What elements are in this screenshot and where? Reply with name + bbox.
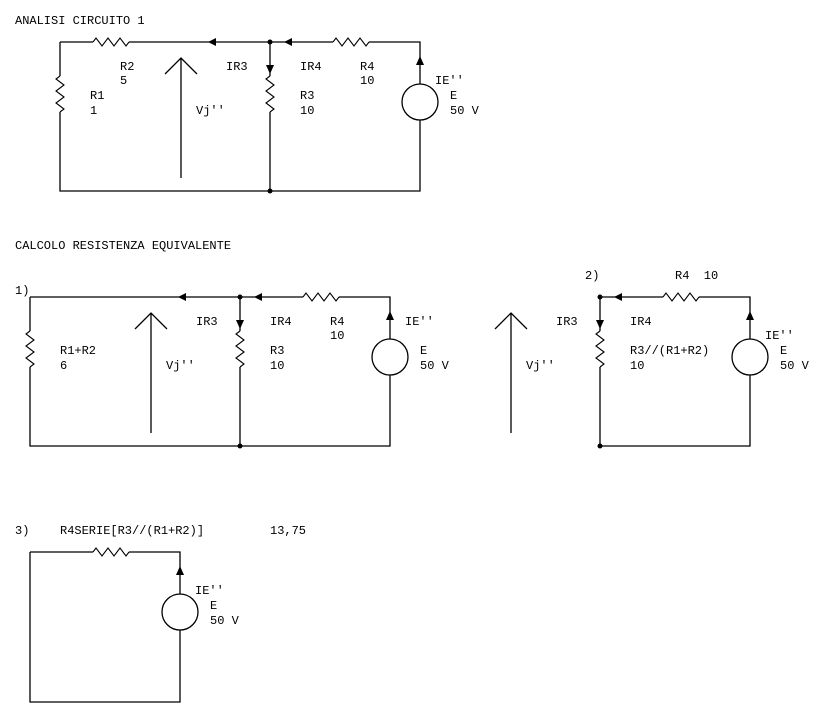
arrow-ir3-icon — [236, 320, 244, 329]
resistor-r4 — [302, 292, 340, 302]
label-r2: R2 — [120, 60, 134, 74]
voltage-source-icon — [731, 338, 769, 376]
arrow-ir4-icon — [254, 293, 262, 301]
value-r3: 10 — [270, 359, 284, 373]
arrow-ir3-icon — [596, 320, 604, 329]
value-r3: 10 — [300, 104, 314, 118]
resistor-r4 — [332, 37, 370, 47]
vj-arrow-icon — [494, 312, 528, 433]
value-r4: 10 — [330, 329, 344, 343]
value-r1r2: 6 — [60, 359, 67, 373]
wire-loop-1 — [59, 41, 421, 192]
step-1-label: 1) — [15, 284, 29, 298]
step-3-label: 3) — [15, 524, 29, 538]
circuit-step-2: 2) R4 10 IR3 Vj'' IR4 R3//(R1+R2) 10 IE'… — [494, 269, 810, 449]
arrow-ie-icon — [386, 311, 394, 320]
value-r4: 10 — [360, 74, 374, 88]
label-ir4: IR4 — [300, 60, 322, 74]
value-r1: 1 — [90, 104, 97, 118]
node-bottom — [597, 443, 603, 449]
resistor-r1r2 — [25, 330, 35, 368]
vj-arrow-icon — [134, 312, 168, 433]
label-ie: IE'' — [405, 315, 434, 329]
voltage-source-icon — [401, 83, 439, 121]
node-bottom — [237, 443, 243, 449]
value-r2: 5 — [120, 74, 127, 88]
label-r3: R3 — [300, 89, 314, 103]
arrow-ir4-icon — [284, 38, 292, 46]
step-3-result: 13,75 — [270, 524, 306, 538]
resistor-r3 — [235, 330, 245, 368]
label-ir3: IR3 — [226, 60, 248, 74]
label-r4: R4 — [330, 315, 344, 329]
label-ir3: IR3 — [556, 315, 578, 329]
circuit-1: ANALISI CIRCUITO 1 R2 5 R1 1 IR3 Vj'' IR… — [15, 14, 480, 194]
arrow-ie-icon — [746, 311, 754, 320]
circuit-step-3: 3) R4SERIE[R3//(R1+R2)] 13,75 IE'' E 50 … — [15, 524, 306, 703]
arrow-ie-icon — [416, 56, 424, 65]
arrow-left-icon — [178, 293, 186, 301]
label-r1: R1 — [90, 89, 104, 103]
resistor-r1 — [55, 75, 65, 113]
label-source: E — [420, 344, 427, 358]
label-r4: R4 10 — [675, 269, 718, 283]
resistor-req — [92, 547, 130, 557]
label-ir4: IR4 — [270, 315, 292, 329]
label-ir3: IR3 — [196, 315, 218, 329]
arrow-ir3-icon — [266, 65, 274, 74]
circuit-step-1: 1) R1+R2 6 IR3 Vj'' IR4 R4 10 R3 10 IE''… — [15, 284, 450, 449]
wire-loop-step1 — [29, 296, 391, 447]
resistor-r2 — [92, 37, 130, 47]
label-r1r2: R1+R2 — [60, 344, 96, 358]
node-top — [597, 294, 603, 300]
label-vj: Vj'' — [196, 104, 225, 118]
value-rpar: 10 — [630, 359, 644, 373]
label-vj: Vj'' — [166, 359, 195, 373]
wire-loop-step3 — [29, 551, 181, 703]
step-2-label: 2) — [585, 269, 599, 283]
label-rpar: R3//(R1+R2) — [630, 344, 709, 358]
resistor-r3 — [265, 75, 275, 113]
label-r4: R4 — [360, 60, 374, 74]
label-source: E — [450, 89, 457, 103]
value-source: 50 V — [450, 104, 480, 118]
label-r3: R3 — [270, 344, 284, 358]
label-source: E — [780, 344, 787, 358]
voltage-source-icon — [161, 593, 199, 631]
value-source: 50 V — [420, 359, 450, 373]
arrow-left-icon — [208, 38, 216, 46]
label-vj: Vj'' — [526, 359, 555, 373]
voltage-source-icon — [371, 338, 409, 376]
node-top — [237, 294, 243, 300]
label-source: E — [210, 599, 217, 613]
resistor-r4 — [662, 292, 700, 302]
node-bottom — [267, 188, 273, 194]
arrow-ir4-icon — [614, 293, 622, 301]
value-source: 50 V — [210, 614, 240, 628]
label-ie: IE'' — [765, 329, 794, 343]
step-3-expression: R4SERIE[R3//(R1+R2)] — [60, 524, 204, 538]
node-top — [267, 39, 273, 45]
wire-loop-step2 — [599, 296, 751, 447]
label-ie: IE'' — [195, 584, 224, 598]
label-ir4: IR4 — [630, 315, 652, 329]
resistor-rpar — [595, 330, 605, 368]
section-title-analisi: ANALISI CIRCUITO 1 — [15, 14, 145, 28]
section-title-calcolo: CALCOLO RESISTENZA EQUIVALENTE — [15, 239, 231, 253]
label-ie: IE'' — [435, 74, 464, 88]
vj-arrow-icon — [164, 57, 198, 178]
value-source: 50 V — [780, 359, 810, 373]
arrow-ie-icon — [176, 566, 184, 575]
